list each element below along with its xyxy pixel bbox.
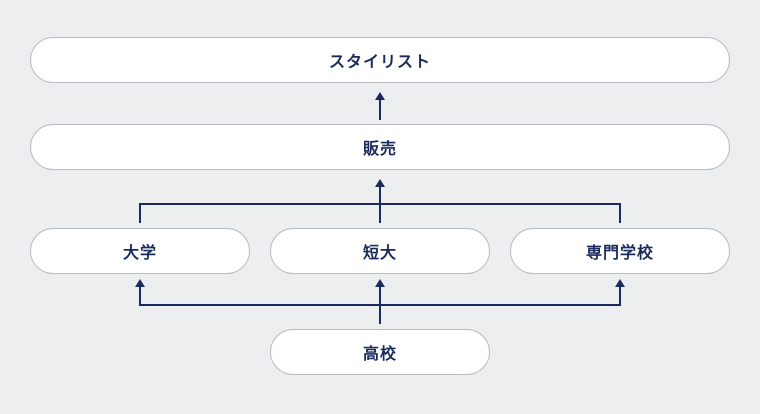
node-university: 大学 (30, 228, 250, 274)
node-stylist-label: スタイリスト (328, 52, 431, 71)
arrowhead-junior-college (375, 279, 385, 287)
node-high-school-label: 高校 (362, 344, 397, 363)
node-stylist: スタイリスト (30, 37, 730, 83)
node-vocational-school-label: 専門学校 (585, 243, 654, 262)
arrowhead-stylist (375, 92, 385, 100)
arrowhead-vocational-school (615, 279, 625, 287)
node-vocational-school: 専門学校 (510, 228, 730, 274)
arrowhead-sales (375, 179, 385, 187)
node-junior-college-label: 短大 (362, 243, 397, 262)
node-high-school: 高校 (270, 329, 490, 375)
arrowhead-university (135, 279, 145, 287)
node-university-label: 大学 (122, 243, 157, 262)
node-sales: 販売 (30, 124, 730, 170)
node-junior-college: 短大 (270, 228, 490, 274)
node-sales-label: 販売 (362, 139, 397, 158)
